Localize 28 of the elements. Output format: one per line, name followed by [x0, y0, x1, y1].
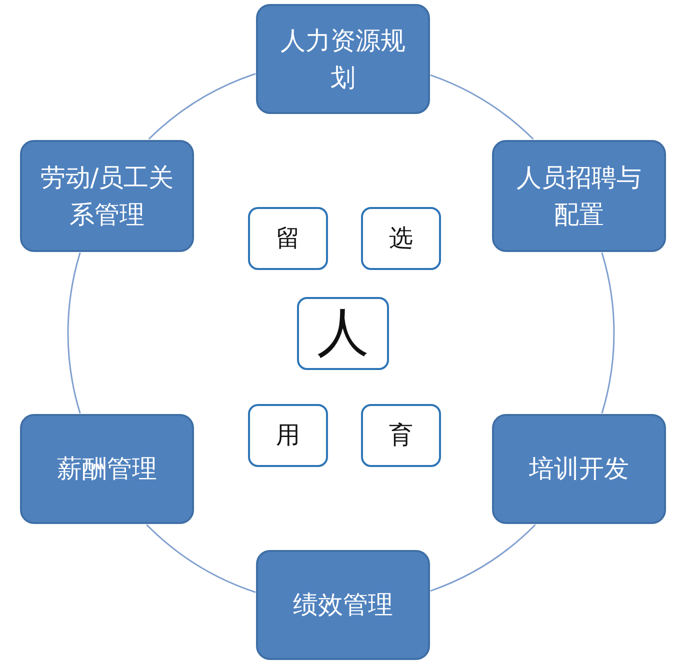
- keyword-box: [297, 297, 389, 370]
- process-box: [256, 550, 430, 660]
- circle-arc-connector: [146, 524, 256, 593]
- box-label: 培训开发: [529, 453, 629, 486]
- keyword-label: 选: [389, 225, 413, 252]
- box-label: 薪酬管理: [57, 453, 157, 486]
- keyword-label: 人: [317, 304, 369, 362]
- keyword-box: [248, 207, 328, 270]
- box-label: 劳动/员工关系管理: [39, 162, 175, 231]
- keyword-box: [248, 404, 328, 467]
- circle-arc-connector: [430, 524, 536, 592]
- keyword-box: [361, 404, 441, 467]
- process-box: [20, 414, 194, 524]
- process-box: [256, 4, 430, 114]
- process-box: [492, 140, 666, 252]
- circle-arc-connector: [68, 252, 81, 414]
- circle-arc-connector: [430, 74, 534, 140]
- box-label: 人员招聘与配置: [516, 162, 642, 231]
- box-label: 人力资源规划: [280, 24, 406, 94]
- keyword-label: 用: [276, 422, 300, 449]
- process-box: [492, 414, 666, 524]
- circle-arc-connector: [601, 252, 614, 414]
- keyword-box: [361, 207, 441, 270]
- keyword-label: 育: [389, 422, 413, 449]
- circle-arc-connector: [148, 73, 256, 140]
- process-box: [20, 140, 194, 252]
- box-label: 绩效管理: [293, 589, 393, 622]
- keyword-label: 留: [276, 225, 300, 252]
